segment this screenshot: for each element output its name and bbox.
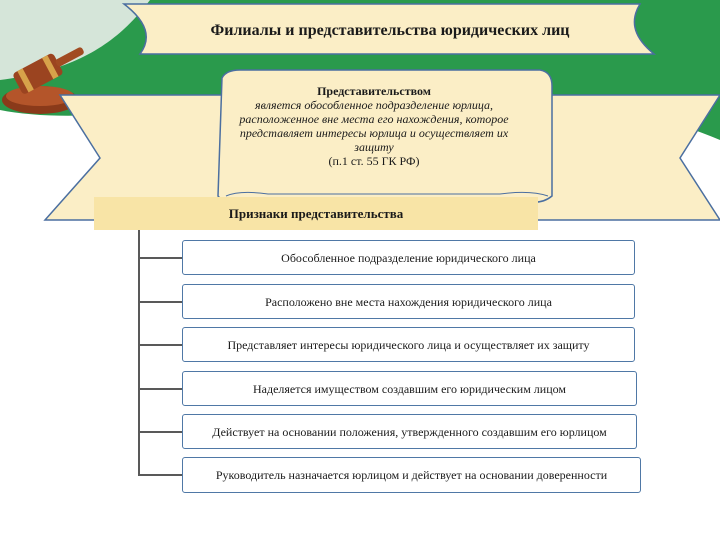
definition-body: является обособленное подразделение юрли…	[239, 98, 509, 154]
tree-branch	[138, 431, 182, 433]
definition-text: Представительством является обособленное…	[222, 84, 526, 184]
sign-item: Действует на основании положения, утверж…	[182, 414, 637, 449]
green-band-highlight	[0, 0, 150, 80]
definition-term: Представительством	[317, 84, 431, 98]
tree-branch	[138, 388, 182, 390]
gavel-icon	[2, 47, 84, 114]
tree-branch	[138, 257, 182, 259]
page-title: Филиалы и представительства юридических …	[210, 22, 570, 39]
sign-item: Представляет интересы юридического лица …	[182, 327, 635, 362]
tree-branch	[138, 474, 182, 476]
tree-branch	[138, 301, 182, 303]
tree-branch	[138, 344, 182, 346]
tree-trunk	[138, 230, 140, 474]
sign-item: Наделяется имуществом создавшим его юрид…	[182, 371, 637, 406]
title-banner	[121, 3, 657, 55]
sign-item: Руководитель назначается юрлицом и дейст…	[182, 457, 641, 493]
definition-reference: (п.1 ст. 55 ГК РФ)	[328, 154, 420, 168]
sign-item: Расположено вне места нахождения юридиче…	[182, 284, 635, 319]
signs-header: Признаки представительства	[94, 197, 538, 230]
sign-item: Обособленное подразделение юридического …	[182, 240, 635, 275]
